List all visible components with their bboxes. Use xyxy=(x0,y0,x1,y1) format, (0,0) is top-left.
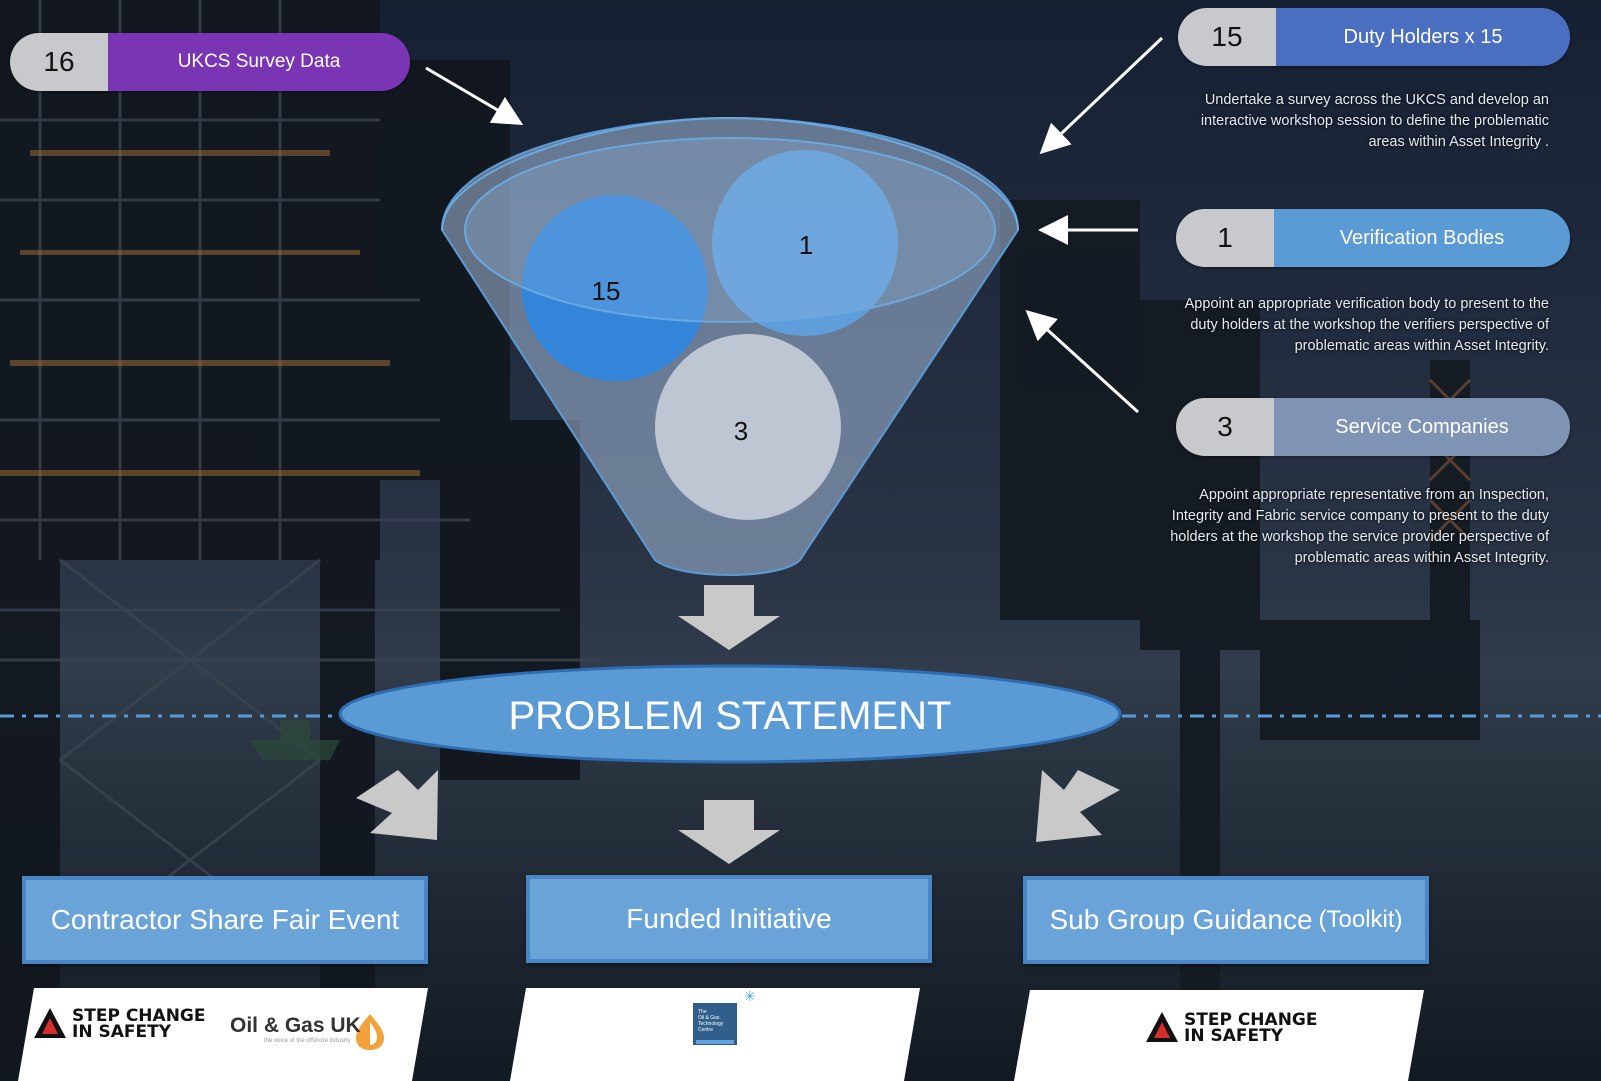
step-change-icon-left xyxy=(34,1008,66,1038)
otc-logo-text: The Oil & Gas Technology Centre xyxy=(698,1009,723,1033)
survey-data-pill: 16 UKCS Survey Data xyxy=(10,33,410,91)
circle-3-label: 3 xyxy=(734,416,748,446)
survey-count: 16 xyxy=(10,33,108,91)
oil-gas-uk-logo: Oil & Gas UK the voice of the offshore i… xyxy=(230,1014,361,1044)
outcome-contractor-share-fair: Contractor Share Fair Event xyxy=(22,876,428,964)
verification-bodies-label: Verification Bodies xyxy=(1274,209,1570,267)
outcome-suffix: (Toolkit) xyxy=(1318,906,1403,933)
problem-statement-ellipse xyxy=(338,664,1122,764)
arrow-duty-holders xyxy=(1039,36,1164,155)
otc-logo-icon: ✳ xyxy=(693,989,756,1045)
step-change-logo-left: STEP CHANGE IN SAFETY xyxy=(72,1006,206,1042)
outcome-label: Contractor Share Fair Event xyxy=(50,904,400,935)
outcome-label: Sub Group Guidance xyxy=(1049,904,1313,935)
circle-verification xyxy=(712,150,898,336)
step-change-icon-right xyxy=(1146,1012,1178,1042)
otc-line: Technology xyxy=(698,1021,724,1027)
svg-text:✳: ✳ xyxy=(744,989,756,1005)
logo-strip-right xyxy=(1014,990,1424,1081)
duty-holders-description: Undertake a survey across the UKCS and d… xyxy=(1200,92,1549,150)
duty-holders-count: 15 xyxy=(1178,8,1276,66)
arrow-survey xyxy=(425,66,524,126)
step-change-line1: STEP CHANGE xyxy=(1184,1010,1318,1030)
verification-bodies-description: Appoint an appropriate verification body… xyxy=(1184,296,1549,354)
service-companies-description: Appoint appropriate representative from … xyxy=(1170,487,1549,566)
step-change-logo-right: STEP CHANGE IN SAFETY xyxy=(1184,1010,1318,1046)
down-arrow-right xyxy=(1036,770,1120,842)
verification-bodies-count: 1 xyxy=(1176,209,1274,267)
outcome-funded-initiative: Funded Initiative xyxy=(526,875,932,963)
verification-bodies-pill: 1 Verification Bodies xyxy=(1176,209,1570,267)
outcome-sub-group-guidance: Sub Group Guidance (Toolkit) xyxy=(1023,876,1429,964)
outcome-label: Funded Initiative xyxy=(626,903,832,934)
service-companies-count: 3 xyxy=(1176,398,1274,456)
otc-line: The xyxy=(698,1009,707,1015)
step-change-line1: STEP CHANGE xyxy=(72,1006,206,1026)
circle-service xyxy=(655,334,841,520)
service-companies-pill: 3 Service Companies xyxy=(1176,398,1570,456)
down-arrow-funnel xyxy=(678,585,780,650)
circle-15-label: 15 xyxy=(592,276,621,306)
arrow-service xyxy=(1025,309,1140,414)
otc-line: Oil & Gas xyxy=(698,1015,720,1021)
problem-statement-text: PROBLEM STATEMENT xyxy=(508,694,951,738)
oil-gas-uk-tagline: the voice of the offshore industry xyxy=(264,1038,351,1044)
down-arrow-left xyxy=(356,770,438,840)
service-companies-label: Service Companies xyxy=(1274,398,1570,456)
logo-strip-left xyxy=(18,988,428,1081)
duty-holders-pill: 15 Duty Holders x 15 xyxy=(1178,8,1570,66)
oil-gas-uk-name: Oil & Gas UK xyxy=(230,1014,361,1037)
down-arrow-center xyxy=(678,800,780,864)
survey-label: UKCS Survey Data xyxy=(108,33,410,91)
duty-holders-label: Duty Holders x 15 xyxy=(1276,8,1570,66)
step-change-line2: IN SAFETY xyxy=(72,1022,172,1042)
circle-duty-holders xyxy=(522,195,708,381)
circle-1-label: 1 xyxy=(799,230,813,260)
oil-gas-uk-icon xyxy=(356,1014,384,1050)
otc-line: Centre xyxy=(698,1027,714,1033)
funnel-rim xyxy=(464,137,996,323)
step-change-line2: IN SAFETY xyxy=(1184,1026,1284,1046)
